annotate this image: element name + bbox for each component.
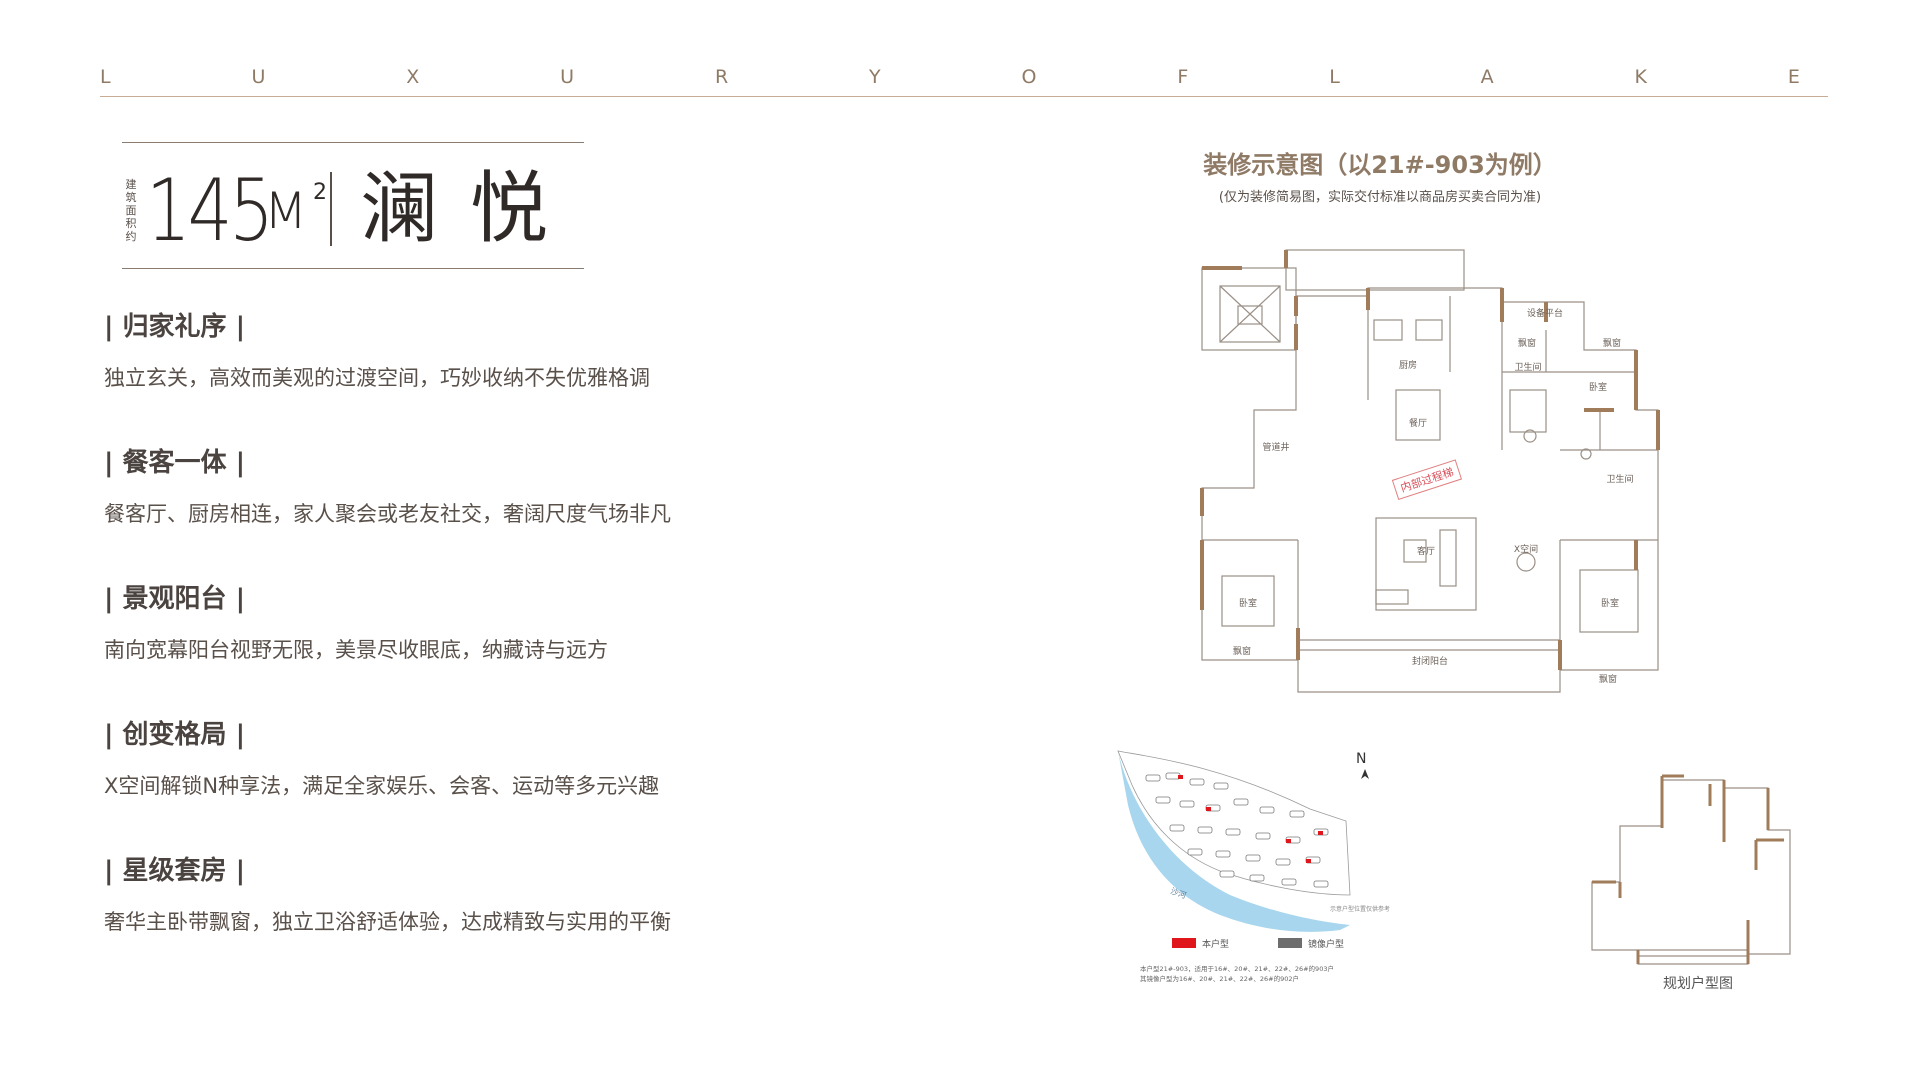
room-label: 卫生间 xyxy=(1606,473,1633,485)
planning-caption: 规划户型图 xyxy=(1663,975,1733,992)
feature-desc: 独立玄关，高效而美观的过渡空间，巧妙收纳不失优雅格调 xyxy=(104,366,650,390)
header-letter: A xyxy=(1480,66,1494,88)
feature-title: | 归家礼序 | xyxy=(104,312,246,342)
feature-title: | 餐客一体 | xyxy=(104,448,246,478)
own-unit-markers xyxy=(1178,775,1323,863)
room-label: 卧室 xyxy=(1601,597,1619,609)
room-label: 封闭阳台 xyxy=(1412,655,1448,667)
header-rule xyxy=(100,96,1828,97)
room-label: 管道井 xyxy=(1262,441,1289,453)
title-rule-top xyxy=(122,142,584,143)
feature-item: | 创变格局 | X空间解锁N种享法，满足全家娱乐、会客、运动等多元兴趣 xyxy=(104,718,804,800)
header-letter: Y xyxy=(869,66,881,88)
legend-mirror-label: 镜像户型 xyxy=(1308,938,1344,950)
area-unit-superscript: 2 xyxy=(313,180,327,205)
feature-title: | 星级套房 | xyxy=(104,856,246,886)
feature-item: | 景观阳台 | 南向宽幕阳台视野无限，美景尽收眼底，纳藏诗与远方 xyxy=(104,582,804,664)
stair-stamp xyxy=(1391,459,1463,501)
header-letter: L xyxy=(1329,66,1340,88)
header-letter: F xyxy=(1177,66,1189,88)
header-letter: U xyxy=(560,66,575,88)
room-label: 餐厅 xyxy=(1409,417,1427,429)
legend-own-swatch xyxy=(1172,938,1196,948)
title-block: 建筑面积约 145 M 2 澜悦 xyxy=(122,142,584,270)
header-letter: R xyxy=(714,66,729,88)
feature-desc: 奢华主卧带飘窗，独立卫浴舒适体验，达成精致与实用的平衡 xyxy=(104,910,671,934)
floorplan-title: 装修示意图（以21#-903为例） xyxy=(1203,151,1557,179)
room-label: 厨房 xyxy=(1399,359,1417,371)
model-name: 澜悦 xyxy=(360,164,581,254)
header-letter: X xyxy=(406,66,420,88)
floorplan-note: (仅为装修简易图，实际交付标准以商品房买卖合同为准) xyxy=(1218,190,1542,205)
site-footnote: 其镜像户型为16#、20#、21#、22#、26#的902户 xyxy=(1140,974,1299,983)
room-label: X空间 xyxy=(1514,543,1538,555)
feature-item: | 归家礼序 | 独立玄关，高效而美观的过渡空间，巧妙收纳不失优雅格调 xyxy=(104,310,804,392)
title-divider xyxy=(330,172,332,246)
room-label: 飘窗 xyxy=(1603,337,1621,349)
feature-item: | 星级套房 | 奢华主卧带飘窗，独立卫浴舒适体验，达成精致与实用的平衡 xyxy=(104,854,804,936)
room-label: 卧室 xyxy=(1589,381,1607,393)
feature-title: | 创变格局 | xyxy=(104,720,246,750)
feature-title: | 景观阳台 | xyxy=(104,584,246,614)
legend-own-label: 本户型 xyxy=(1202,938,1229,950)
north-label: N xyxy=(1356,751,1366,767)
river-shape xyxy=(1118,751,1350,932)
floorplan-drawing: 设备平台 厨房 飘窗 飘窗 卫生间 卧室 餐厅 管道井 卫生间 客厅 X空间 卧… xyxy=(1200,249,1660,693)
room-label: 客厅 xyxy=(1417,545,1435,557)
legend-mirror-swatch xyxy=(1278,938,1302,948)
area-caption: 建筑面积约 xyxy=(125,178,137,243)
feature-item: | 餐客一体 | 餐客厅、厨房相连，家人聚会或老友社交，奢阔尺度气场非凡 xyxy=(104,446,804,528)
north-arrow-icon xyxy=(1361,769,1369,779)
area-unit: M xyxy=(264,182,308,240)
title-rule-bottom xyxy=(122,268,584,269)
room-label: 飘窗 xyxy=(1233,645,1251,657)
header-letter: L xyxy=(100,66,111,88)
site-footnote: 本户型21#-903，适用于16#、20#、21#、22#、26#的903户 xyxy=(1140,964,1334,973)
header-letter: E xyxy=(1787,66,1800,88)
room-label: 飘窗 xyxy=(1518,337,1536,349)
feature-desc: X空间解锁N种享法，满足全家娱乐、会客、运动等多元兴趣 xyxy=(104,774,660,798)
site-plan: 沙河 示意户型位置仅供参考 N 本户型 镜像户型 本户型21#-903，适用于1… xyxy=(1117,750,1390,983)
header-letter: O xyxy=(1021,66,1037,88)
feature-desc: 南向宽幕阳台视野无限，美景尽收眼底，纳藏诗与远方 xyxy=(104,638,608,662)
room-label: 卧室 xyxy=(1239,597,1257,609)
room-label: 设备平台 xyxy=(1527,307,1563,319)
planning-floorplan: 规划户型图 xyxy=(1591,774,1791,992)
area-number: 145 xyxy=(146,161,274,261)
room-label: 飘窗 xyxy=(1599,673,1617,685)
site-note: 示意户型位置仅供参考 xyxy=(1330,905,1390,913)
header-letters: L U X U R Y O F L A K E xyxy=(100,66,1800,88)
room-label: 卫生间 xyxy=(1514,361,1541,373)
floorplan-outline xyxy=(1285,249,1465,291)
header-letter: K xyxy=(1634,66,1647,88)
site-boundary xyxy=(1117,750,1351,896)
planning-outline xyxy=(1591,776,1791,965)
feature-desc: 餐客厅、厨房相连，家人聚会或老友社交，奢阔尺度气场非凡 xyxy=(104,502,671,526)
header-letter: U xyxy=(251,66,266,88)
